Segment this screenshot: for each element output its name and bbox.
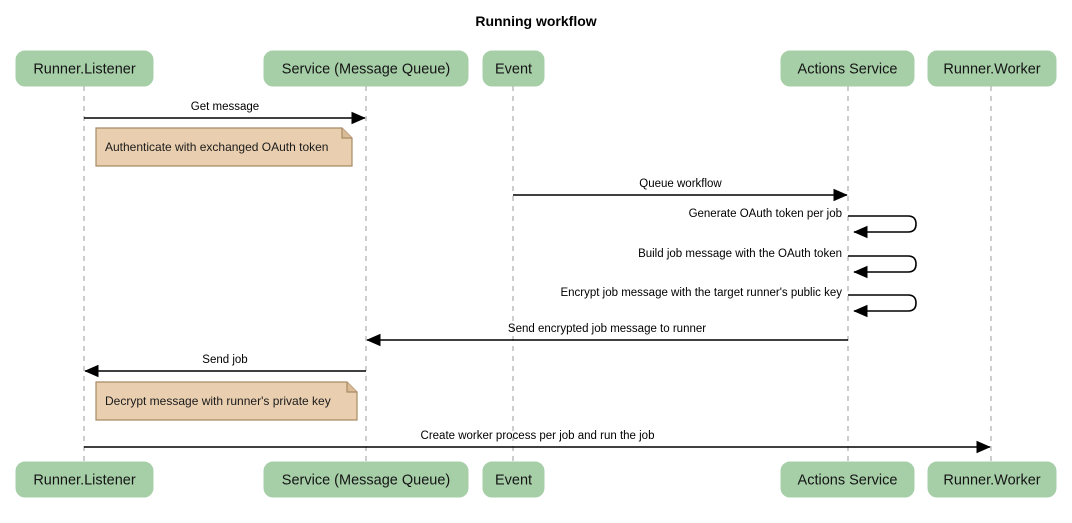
message-1: Get message <box>84 101 366 125</box>
participant-box[interactable] <box>15 461 154 498</box>
participant-box[interactable] <box>780 50 915 87</box>
participant-runner_listener-footer[interactable]: Runner.Listener <box>15 461 154 498</box>
self-message-line <box>848 215 917 239</box>
participant-box[interactable] <box>263 461 469 498</box>
note-body <box>95 381 358 421</box>
message-2: Queue workflow <box>513 178 848 202</box>
participant-label: Service (Message Queue) <box>282 472 450 488</box>
participant-label: Actions Service <box>798 472 898 488</box>
message-7: Send job <box>84 354 366 378</box>
participant-event-header[interactable]: Event <box>482 50 545 87</box>
participant-box[interactable] <box>482 50 545 87</box>
diagram-title: Running workflow <box>475 13 596 29</box>
participant-label: Runner.Listener <box>33 61 136 77</box>
message-4: Build job message with the OAuth token <box>638 248 917 279</box>
message-label: Send job <box>202 354 247 366</box>
note-fold-corner <box>341 128 352 139</box>
participant-box[interactable] <box>780 461 915 498</box>
note-label: Authenticate with exchanged OAuth token <box>105 140 328 154</box>
participant-runner_worker-header[interactable]: Runner.Worker <box>927 50 1057 87</box>
message-label: Encrypt job message with the target runn… <box>560 287 842 299</box>
participant-runner_listener-header[interactable]: Runner.Listener <box>15 50 154 87</box>
message-label: Get message <box>191 101 259 113</box>
participant-box[interactable] <box>263 50 469 87</box>
participant-event-footer[interactable]: Event <box>482 461 545 498</box>
participant-service_queue-footer[interactable]: Service (Message Queue) <box>263 461 469 498</box>
note-label: Decrypt message with runner's private ke… <box>105 394 331 408</box>
self-message-line <box>848 294 917 318</box>
participant-label: Event <box>495 472 532 488</box>
message-label: Send encrypted job message to runner <box>508 323 706 335</box>
participant-label: Runner.Worker <box>943 472 1040 488</box>
message-label: Build job message with the OAuth token <box>638 248 842 260</box>
message-5: Encrypt job message with the target runn… <box>560 287 917 318</box>
participant-label: Event <box>495 61 532 77</box>
message-8: Create worker process per job and run th… <box>84 430 991 454</box>
participant-label: Runner.Listener <box>33 472 136 488</box>
participant-box[interactable] <box>927 461 1057 498</box>
participant-service_queue-header[interactable]: Service (Message Queue) <box>263 50 469 87</box>
note-fold-corner <box>346 382 357 393</box>
participant-runner_worker-footer[interactable]: Runner.Worker <box>927 461 1057 498</box>
message-label: Create worker process per job and run th… <box>421 430 655 442</box>
participant-label: Runner.Worker <box>943 61 1040 77</box>
participant-label: Service (Message Queue) <box>282 61 450 77</box>
message-6: Send encrypted job message to runner <box>366 323 848 347</box>
note-body <box>95 127 353 167</box>
message-label: Generate OAuth token per job <box>689 208 842 220</box>
message-label: Queue workflow <box>639 178 722 190</box>
participant-actions_service-header[interactable]: Actions Service <box>780 50 915 87</box>
participant-box[interactable] <box>15 50 154 87</box>
participant-label: Actions Service <box>798 61 898 77</box>
self-message-line <box>848 255 917 279</box>
participant-actions_service-footer[interactable]: Actions Service <box>780 461 915 498</box>
message-3: Generate OAuth token per job <box>689 208 917 239</box>
participant-box[interactable] <box>482 461 545 498</box>
participant-box[interactable] <box>927 50 1057 87</box>
